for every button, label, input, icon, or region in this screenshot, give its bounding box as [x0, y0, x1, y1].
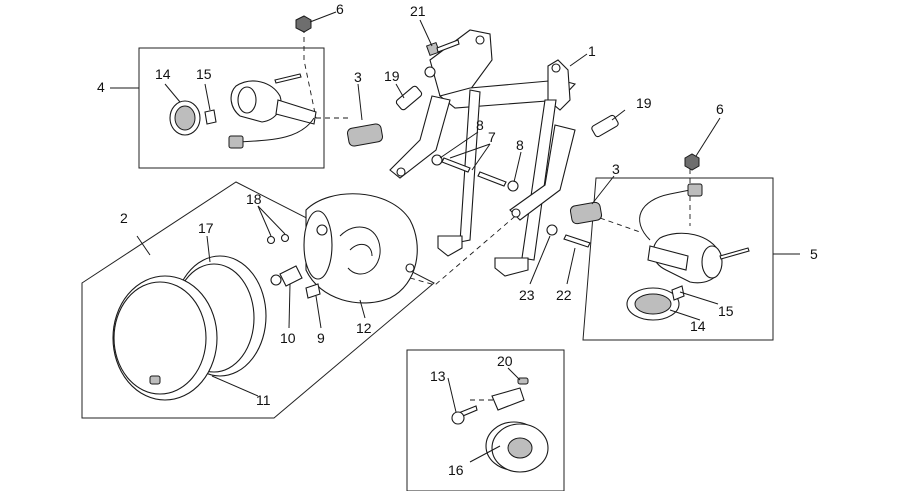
- callout-6-top: 6: [336, 1, 344, 17]
- headlight-bracket-frame: [389, 29, 577, 277]
- callout-3-left: 3: [354, 69, 362, 85]
- callout-19-left: 19: [384, 68, 400, 84]
- callout-5: 5: [810, 246, 818, 262]
- callout-17: 17: [198, 220, 214, 236]
- callout-12: 12: [356, 320, 372, 336]
- nut-6-top: [295, 15, 312, 33]
- left-indicator-box: [138, 47, 325, 169]
- spacer-19-right: [591, 114, 619, 138]
- callout-3-right: 3: [612, 161, 620, 177]
- callout-22: 22: [556, 287, 572, 303]
- callout-1: 1: [588, 43, 596, 59]
- left-indicator-assembly: [169, 73, 317, 149]
- callout-19-right: 19: [636, 95, 652, 111]
- callout-20: 20: [497, 353, 513, 369]
- callout-11: 11: [256, 392, 271, 408]
- callout-8-right: 8: [516, 137, 524, 153]
- callout-16: 16: [448, 462, 464, 478]
- rubber-block-3-right: [569, 201, 603, 225]
- right-indicator-box: [582, 177, 774, 341]
- spacer-19-left: [395, 85, 423, 111]
- bolt-21: [425, 39, 460, 57]
- headlight-box: [81, 181, 435, 419]
- leader-lines: [110, 11, 800, 463]
- callout-13: 13: [430, 368, 446, 384]
- right-indicator-assembly: [626, 153, 750, 321]
- horn-box: [406, 349, 565, 491]
- callout-6-right: 6: [716, 101, 724, 117]
- horn-assembly: [451, 377, 549, 473]
- callout-9: 9: [317, 330, 325, 346]
- callout-14-right: 14: [690, 318, 706, 334]
- headlight-assembly: [112, 193, 418, 401]
- screws-7-8: [431, 154, 591, 248]
- callout-2: 2: [120, 210, 128, 226]
- callout-10: 10: [280, 330, 296, 346]
- callout-15-right: 15: [718, 303, 734, 319]
- rubber-block-3-left: [346, 123, 384, 147]
- callout-4: 4: [97, 79, 105, 95]
- callout-8-left: 8: [476, 117, 484, 133]
- callout-21: 21: [410, 3, 426, 19]
- callout-15-left: 15: [196, 66, 212, 82]
- callout-18: 18: [246, 191, 262, 207]
- callout-7: 7: [488, 129, 496, 145]
- assembly-dashed-lines: [303, 28, 691, 401]
- callout-labels: 1 2 3 3 4 5 6 6 7 8 8 9 10 11 12 13 14 1…: [97, 1, 818, 478]
- callout-23: 23: [519, 287, 535, 303]
- callout-14-left: 14: [155, 66, 171, 82]
